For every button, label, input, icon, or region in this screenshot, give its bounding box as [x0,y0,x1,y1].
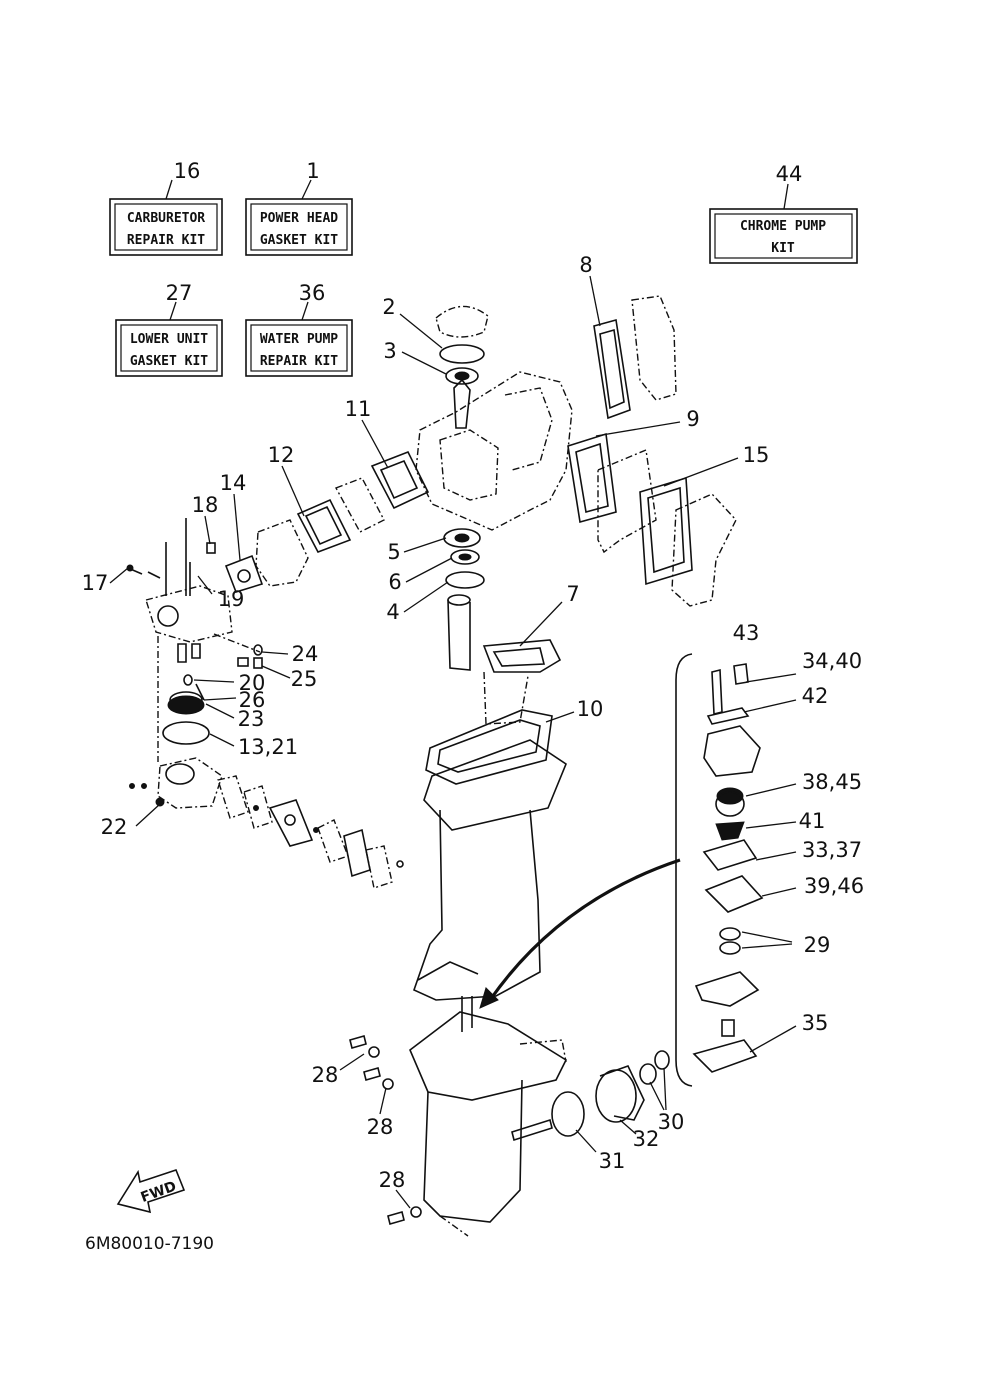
callout-13-21: 13,21 [238,735,298,759]
fwd-arrow-icon: FWD [116,1169,186,1214]
callout-3: 3 [383,339,396,363]
callout-24: 24 [292,642,319,666]
callout-15: 15 [743,443,770,467]
kit-line2: REPAIR KIT [260,354,338,369]
kit-line2: GASKET KIT [130,354,208,369]
kit-line1: WATER PUMP [260,332,338,347]
callout-10: 10 [577,697,604,721]
callout-26: 26 [239,688,266,712]
callout-23: 23 [238,707,265,731]
kit-line2: KIT [771,241,795,256]
kit-number: 44 [776,162,803,186]
callout-35: 35 [802,1011,829,1035]
callout-11: 11 [345,397,372,421]
kit-lower-unit-gasket: LOWER UNIT GASKET KIT 27 [115,281,223,377]
callout-41: 41 [799,809,826,833]
kit-carburetor-repair: CARBURETOR REPAIR KIT 16 [109,159,223,256]
callout-31: 31 [599,1149,626,1173]
callout-5: 5 [387,540,400,564]
callout-18: 18 [192,493,219,517]
callout-39-46: 39,46 [804,874,864,898]
kit-line2: REPAIR KIT [127,233,205,248]
callout-22: 22 [101,815,128,839]
callout-2: 2 [382,295,395,319]
callout-14: 14 [220,471,247,495]
callout-19: 19 [218,587,245,611]
kit-water-pump-repair: WATER PUMP REPAIR KIT 36 [245,281,353,377]
callout-7: 7 [566,582,579,606]
callout-17: 17 [82,571,109,595]
leader-lines [109,275,797,1209]
callout-30: 30 [658,1110,685,1134]
water-pump-drawing [675,653,764,1087]
lower-unit-drawing [349,1011,670,1237]
callout-6: 6 [388,570,401,594]
callout-25: 25 [291,667,318,691]
kit-chrome-pump: CHROME PUMP KIT 44 [709,162,858,264]
callout-20: 20 [239,671,266,695]
kit-line1: LOWER UNIT [130,332,208,347]
callout-32: 32 [633,1127,660,1151]
callout-29: 29 [804,933,831,957]
intake-drawing [129,633,404,889]
kit-number: 1 [306,159,319,183]
callout-28-a: 28 [312,1063,339,1087]
fwd-label: FWD [139,1178,179,1206]
kit-number: 16 [174,159,201,183]
callout-4: 4 [386,600,399,624]
drawing-code: 6M80010-7190 [85,1234,214,1254]
callout-28-c: 28 [379,1168,406,1192]
callout-33-37: 33,37 [802,838,862,862]
callout-8: 8 [579,253,592,277]
kit-power-head-gasket: POWER HEAD GASKET KIT 1 [245,159,353,256]
kit-line1: POWER HEAD [260,211,338,226]
callout-numbers: 2 3 8 9 11 12 14 15 18 17 19 5 6 4 7 24 … [82,253,864,1192]
callout-9: 9 [686,407,699,431]
callout-43: 43 [733,621,760,645]
callout-38-45: 38,45 [802,770,862,794]
driveshaft-housing-drawing [413,639,681,1032]
powerhead-drawing [126,295,737,671]
kit-line1: CHROME PUMP [740,219,826,234]
callout-34-40: 34,40 [802,649,862,673]
kit-line1: CARBURETOR [127,211,205,226]
callout-28-b: 28 [367,1115,394,1139]
callout-42: 42 [802,684,829,708]
kit-number: 36 [299,281,326,305]
callout-12: 12 [268,443,295,467]
kit-line2: GASKET KIT [260,233,338,248]
kit-number: 27 [166,281,193,305]
